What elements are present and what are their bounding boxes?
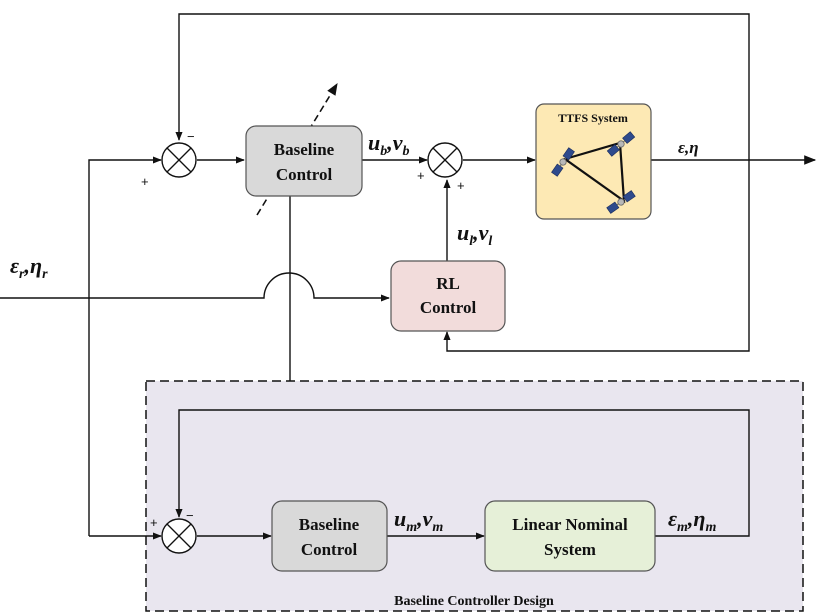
- svg-text:Baseline: Baseline: [274, 140, 335, 159]
- model-input-label: um,vm: [394, 506, 443, 535]
- rl-control-block: RL Control: [390, 260, 506, 332]
- satellite-icon: [606, 190, 636, 214]
- reference-to-sum1-wire: [88, 156, 162, 536]
- summing-junction-3: [161, 518, 197, 554]
- svg-text:RL: RL: [436, 274, 460, 293]
- baseline-control-block-model: Baseline Control: [271, 500, 388, 572]
- rl-feedback-wire: [443, 160, 750, 352]
- sum1-plus-sign: +: [141, 174, 149, 189]
- svg-text:Baseline: Baseline: [299, 515, 360, 534]
- summing-junction-1: [161, 142, 197, 178]
- svg-text:System: System: [544, 540, 596, 559]
- sum3-minus-sign: −: [186, 508, 194, 523]
- linear-nominal-system-block: Linear Nominal System: [484, 500, 656, 572]
- baseline-control-block: Baseline Control: [245, 125, 363, 197]
- sum2-plus-left-sign: +: [417, 168, 425, 183]
- model-output-label: εm,ηm: [668, 506, 717, 535]
- svg-text:Control: Control: [301, 540, 358, 559]
- design-region: [145, 380, 804, 612]
- model-feedback-wire: [175, 409, 750, 537]
- reference-to-rl-wire: [0, 272, 390, 302]
- summing-junction-2: [427, 142, 463, 178]
- system-output-label: ε,η: [678, 138, 699, 157]
- baseline-output-label: ub,vb: [368, 130, 410, 159]
- sum1-minus-sign: −: [187, 129, 195, 144]
- svg-text:Linear Nominal: Linear Nominal: [512, 515, 628, 534]
- sum3-plus-sign: +: [150, 515, 158, 530]
- satellite-icon: [551, 147, 575, 177]
- ttfs-system-block: TTFS System: [535, 103, 652, 220]
- svg-text:Control: Control: [420, 298, 477, 317]
- sum2-plus-bottom-sign: +: [457, 178, 465, 193]
- outer-feedback-wire: [175, 13, 750, 160]
- svg-text:TTFS System: TTFS System: [558, 111, 628, 125]
- svg-text:Control: Control: [276, 165, 333, 184]
- rl-output-label: ul,vl: [457, 220, 492, 249]
- reference-signal-label: εr,ηr: [10, 253, 48, 282]
- satellite-icon: [606, 131, 636, 157]
- formation-triangle: [562, 141, 626, 204]
- design-region-title: Baseline Controller Design: [394, 594, 554, 609]
